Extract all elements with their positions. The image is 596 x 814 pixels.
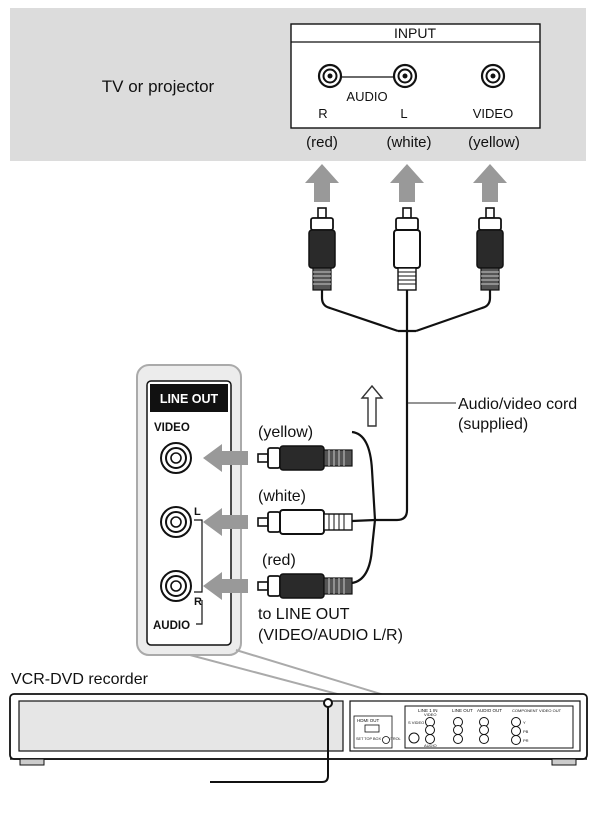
- line-out-title: LINE OUT: [160, 392, 219, 406]
- tv-projector: TV or projector INPUT AUDIO R L VIDEO (r…: [10, 8, 586, 161]
- panel-line-out: LINE OUT: [452, 708, 473, 713]
- input-panel-title: INPUT: [394, 25, 436, 41]
- destination-line2: (VIDEO/AUDIO L/R): [258, 627, 403, 644]
- tv-label: TV or projector: [102, 77, 215, 96]
- up-arrow-white: [390, 164, 424, 202]
- tv-color-yellow: (yellow): [468, 134, 520, 151]
- line-out-video-label: VIDEO: [154, 422, 190, 434]
- panel-pb: PB: [523, 729, 529, 734]
- panel-audio: AUDIO: [424, 743, 437, 748]
- line-out-video-jack: [160, 442, 192, 474]
- up-arrow-red: [305, 164, 339, 202]
- power-cord: [210, 698, 333, 783]
- plug-white-top: [393, 207, 421, 291]
- tv-jack-r: [317, 63, 343, 89]
- panel-settop: SET TOP BOX CONTROL: [356, 737, 401, 741]
- panel-hdmi: HDMI OUT: [357, 718, 379, 723]
- destination-line1: to LINE OUT: [258, 606, 350, 623]
- line-out-audio-r-jack: [160, 570, 192, 602]
- line-out-panel: LINE OUT VIDEO L R AUDIO: [136, 364, 242, 656]
- tv-color-white: (white): [386, 134, 431, 151]
- up-arrow-yellow: [473, 164, 507, 202]
- line-out-audio-label: AUDIO: [153, 620, 190, 632]
- panel-line1-in: LINE 1 IN: [418, 708, 438, 713]
- line-out-l-label: L: [194, 506, 201, 518]
- tv-jack-video-label: VIDEO: [473, 106, 513, 121]
- tv-jack-video: [480, 63, 506, 89]
- tv-audio-label: AUDIO: [346, 89, 387, 104]
- plug-white-label: (white): [258, 488, 306, 505]
- tv-jack-l-label: L: [400, 106, 407, 121]
- panel-y: Y: [523, 720, 526, 725]
- plug-red-label: (red): [262, 552, 296, 569]
- line-out-r-label: R: [194, 596, 202, 608]
- plug-yellow-label: (yellow): [258, 424, 313, 441]
- plug-red-bottom: [257, 573, 353, 599]
- recorder-label: VCR-DVD recorder: [11, 671, 149, 688]
- cord-label-line2: (supplied): [458, 416, 528, 433]
- panel-video: VIDEO: [424, 712, 436, 717]
- line-out-audio-l-jack: [160, 506, 192, 538]
- plug-red-top: [308, 207, 336, 291]
- tv-jack-r-label: R: [318, 106, 327, 121]
- panel-svideo: S VIDEO: [408, 720, 424, 725]
- tv-color-red: (red): [306, 134, 338, 151]
- panel-audio-out: AUDIO OUT: [477, 708, 502, 713]
- plug-white-bottom: [257, 509, 353, 535]
- vcr-dvd-recorder: LINE 1 IN LINE OUT AUDIO OUT COMPONENT V…: [9, 693, 588, 766]
- panel-pr: PR: [523, 738, 529, 743]
- plug-yellow-top: [476, 207, 504, 291]
- plug-yellow-bottom: [257, 445, 353, 471]
- tv-jack-l: [392, 63, 418, 89]
- cord-lines: [320, 290, 492, 585]
- cord-label-line1: Audio/video cord: [458, 396, 577, 413]
- signal-direction-arrow: [360, 384, 384, 427]
- panel-component: COMPONENT VIDEO OUT: [512, 708, 562, 713]
